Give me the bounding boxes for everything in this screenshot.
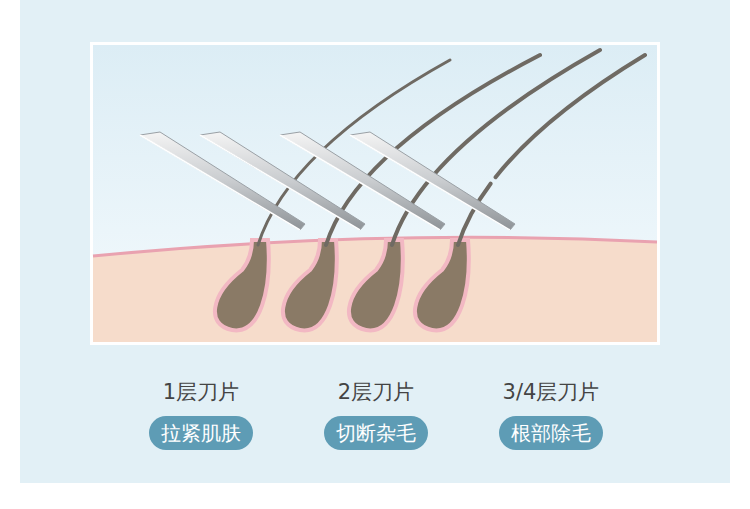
blade-edge [200,135,360,230]
razor-blade [280,132,445,230]
razor-blade [200,132,365,230]
layer-heading: 3/4层刀片 [503,378,600,406]
layer-heading: 2层刀片 [338,378,414,406]
function-pill: 切断杂毛 [324,416,428,450]
blade-edge [140,135,300,230]
hair-follicle [215,240,269,330]
blade-layer: 3/4层刀片根部除毛 [499,378,603,450]
function-pill: 拉紧肌肤 [149,416,253,450]
layer-heading: 1层刀片 [163,378,239,406]
blade-edge [280,135,440,230]
hair-follicle [349,240,403,330]
blade-edge [350,135,510,230]
hair-follicle [415,240,469,330]
blade-layer: 1层刀片拉紧肌肤 [149,378,253,450]
hair-follicle [283,240,337,330]
function-pill: 根部除毛 [499,416,603,450]
razor-blade [350,132,515,230]
blade-layer: 2层刀片切断杂毛 [324,378,428,450]
